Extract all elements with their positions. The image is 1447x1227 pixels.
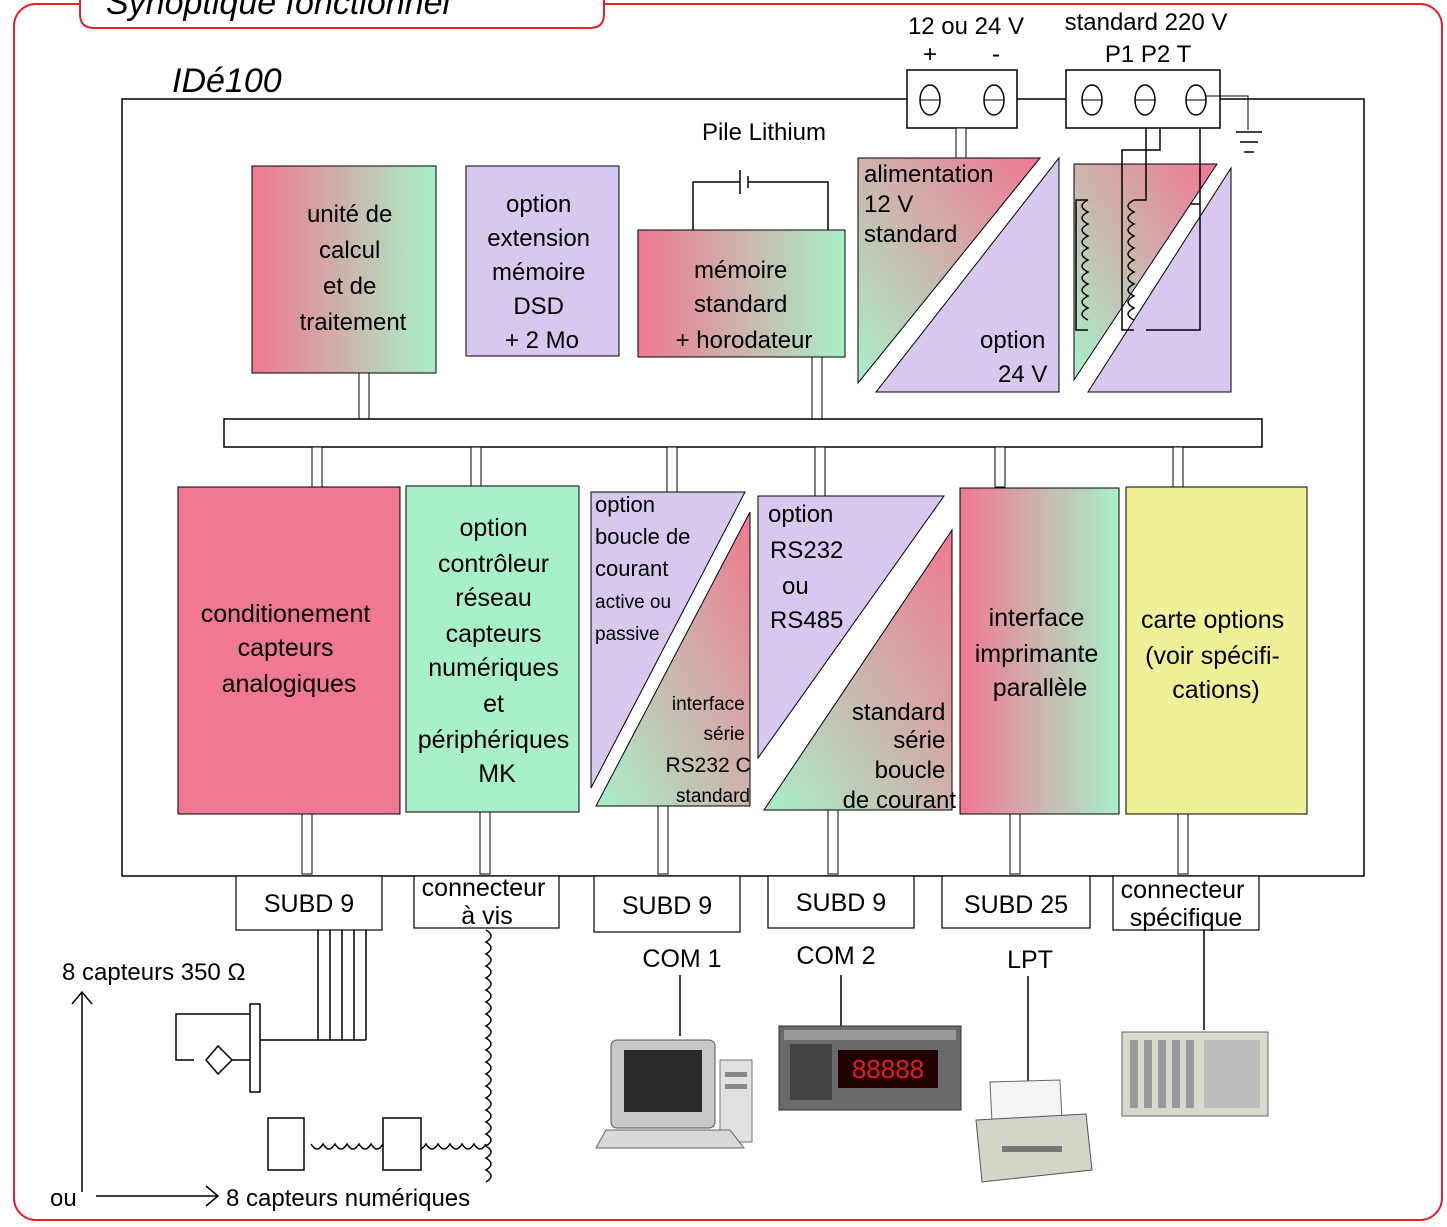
network-controller-block: option contrôleur réseau capteurs numéri… <box>405 485 580 813</box>
svg-text:SUBD 9: SUBD 9 <box>622 892 712 920</box>
dc-plus-label: + <box>923 41 937 68</box>
connector-screw: connecteur à vis <box>413 874 560 930</box>
analog-sensor-wiring <box>175 930 367 1093</box>
peripheral-cables <box>679 930 1205 1082</box>
svg-text:connecteur à vis: connecteur à vis <box>422 874 553 930</box>
ac-pins-label: P1 P2 T <box>1105 41 1192 68</box>
svg-text:alimentation 12 V: alimentation 12 V standard <box>864 161 1000 248</box>
svg-text:option contrôleur: option contrôleur réseau capteurs numéri… <box>418 514 576 788</box>
ground-icon <box>1236 131 1262 153</box>
digital-sensors-label: 8 capteurs numériques <box>226 1185 470 1212</box>
svg-text:option boucle de c: option boucle de courant active ou passi… <box>595 492 697 645</box>
svg-text:interface imprimante: interface imprimante parallèle <box>975 604 1106 702</box>
internal-bus <box>223 418 1263 448</box>
memory-standard-block: mémoire standard + horodateur <box>637 229 846 358</box>
connector-stubs <box>301 805 1189 875</box>
svg-text:SUBD 9: SUBD 9 <box>264 890 354 918</box>
serial-rs485-block: option RS232 ou RS485 standard série bou… <box>757 495 957 814</box>
printer-icon <box>975 1079 1093 1183</box>
lpt-label: LPT <box>1007 946 1053 974</box>
dc-terminal-block <box>906 69 1018 159</box>
ac-power-label: standard 220 V <box>1065 9 1228 36</box>
battery-icon <box>692 170 829 230</box>
svg-text:connecteur spécifique: connecteur spécifique <box>1121 876 1252 932</box>
or-arrows <box>71 990 220 1207</box>
coil-icon <box>1075 128 1201 331</box>
analog-sensors-label: 8 capteurs 350 Ω <box>62 959 245 986</box>
transformer-block <box>1073 128 1232 393</box>
rs232-current-loop-block: option boucle de courant active ou passi… <box>590 491 757 807</box>
device-label: IDé100 <box>172 62 282 100</box>
dc-minus-label: - <box>992 41 1000 68</box>
com1-label: COM 1 <box>642 945 721 973</box>
connector-subd9-3: SUBD 9 <box>767 875 915 929</box>
dc-power-label: 12 ou 24 V <box>908 13 1024 40</box>
display-unit-icon: 88888 <box>778 1025 962 1111</box>
outer-frame <box>13 3 1443 1221</box>
svg-text:option RS232 ou: option RS232 ou RS485 <box>768 501 850 634</box>
bottom-bus-stubs <box>311 446 1184 497</box>
svg-text:option extension m: option extension mémoire DSD + 2 Mo <box>487 191 596 354</box>
svg-text:conditionement capteurs: conditionement capteurs analogiques <box>201 600 378 698</box>
power-supply-block: alimentation 12 V standard option 24 V <box>857 156 1060 393</box>
connector-subd25: SUBD 25 <box>941 875 1091 929</box>
connector-subd9-1: SUBD 9 <box>235 875 383 931</box>
com2-label: COM 2 <box>796 942 875 970</box>
svg-text:SUBD 25: SUBD 25 <box>964 891 1068 919</box>
svg-text:88888: 88888 <box>852 1054 924 1084</box>
digital-sensor-chain <box>267 929 492 1183</box>
svg-text:option 24 V: option 24 V <box>980 327 1052 388</box>
svg-text:SUBD 9: SUBD 9 <box>796 889 886 917</box>
cpu-block: unité de calcul et de traitement <box>251 165 437 374</box>
printer-interface-block: interface imprimante parallèle <box>959 487 1120 815</box>
svg-text:standard série bou: standard série boucle de courant <box>843 699 957 814</box>
svg-text:interface série RS: interface série RS232 C standard <box>666 694 757 807</box>
title-tab <box>79 0 605 29</box>
svg-text:carte options (voir spéc: carte options (voir spécifi- cations) <box>1141 606 1291 704</box>
option-card-block: carte options (voir spécifi- cations) <box>1125 486 1308 815</box>
or-label: ou <box>50 1185 77 1212</box>
connector-specific: connecteur spécifique <box>1112 875 1260 932</box>
svg-text:mémoire standard +: mémoire standard + horodateur <box>676 257 813 354</box>
ac-terminal-block <box>1065 69 1249 130</box>
rack-icon <box>1121 1031 1269 1117</box>
connector-subd9-2: SUBD 9 <box>593 875 741 933</box>
diagram-title: Synoptique fonctionnel <box>106 0 451 22</box>
pc-icon <box>595 1039 753 1149</box>
analog-conditioning-block: conditionement capteurs analogiques <box>177 486 401 815</box>
svg-text:unité de calcul et: unité de calcul et de traitement <box>300 201 407 336</box>
memory-extension-block: option extension mémoire DSD + 2 Mo <box>465 165 620 357</box>
battery-label: Pile Lithium <box>702 119 826 146</box>
